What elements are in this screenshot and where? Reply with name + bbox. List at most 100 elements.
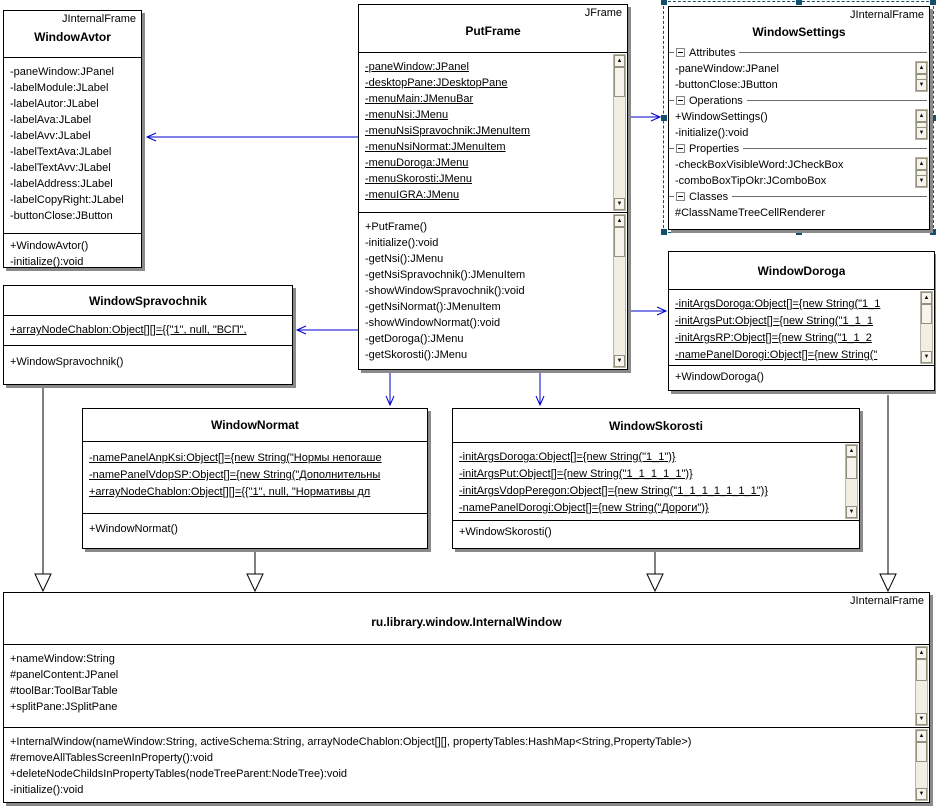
attribute-row[interactable]: -namePanelAnpKsi:Object[]={new String("Н…	[89, 452, 382, 464]
selection-handle[interactable]	[661, 229, 667, 235]
attribute-row[interactable]: -menuNsi:JMenu	[365, 109, 449, 121]
scroll-down-icon[interactable]: ▼	[846, 506, 857, 518]
class-name[interactable]: WindowAvtor	[34, 30, 111, 44]
scroll-down-icon[interactable]: ▼	[916, 713, 927, 725]
class-name[interactable]: WindowDoroga	[757, 263, 846, 278]
scroll-down-icon[interactable]: ▼	[614, 355, 625, 367]
scrollbar[interactable]: ▲ ▼	[920, 291, 933, 364]
attribute-row[interactable]: -paneWindow:JPanel	[10, 66, 114, 78]
dependency-putframe-to-windowsettings[interactable]	[628, 112, 662, 122]
scrollbar-thumb[interactable]	[916, 659, 927, 681]
class-windowspravochnik[interactable]: WindowSpravochnik +arrayNodeChablon:Obje…	[3, 285, 293, 385]
class-name[interactable]: ru.library.window.InternalWindow	[371, 615, 562, 629]
attribute-row[interactable]: -namePanelVdopSP:Object[]={new String("Д…	[89, 469, 381, 481]
operation-row[interactable]: +WindowDoroga()	[675, 371, 764, 383]
operation-row[interactable]: -getNsiSpravochnik():JMenuItem	[365, 269, 526, 281]
attribute-row[interactable]: -namePanelDorogi:Object[]={new String("	[675, 349, 878, 361]
attribute-row[interactable]: -namePanelDorogi:Object[]={new String("Д…	[459, 502, 709, 514]
operation-row[interactable]: +PutFrame()	[365, 221, 428, 233]
selection-handle[interactable]	[661, 115, 667, 121]
class-windowsettings[interactable]: JInternalFrame WindowSettings Attributes…	[668, 6, 930, 230]
attribute-row[interactable]: -buttonClose:JButton	[10, 210, 113, 222]
scrollbar-thumb[interactable]	[921, 304, 932, 324]
attribute-row[interactable]: -menuNsiSpravochnik:JMenuItem	[365, 125, 531, 137]
attribute-row[interactable]: -initArgsPut:Object[]={new String("1_1_1	[675, 315, 874, 327]
operation-row[interactable]: -getNsiNormat():JMenuItem	[365, 301, 501, 313]
operation-row[interactable]: -initialize():void	[10, 256, 84, 267]
attribute-row[interactable]: -initArgsPut:Object[]={new String("1_1_1…	[459, 468, 693, 480]
class-name[interactable]: WindowSpravochnik	[89, 293, 207, 308]
attribute-row[interactable]: -labelModule:JLabel	[10, 82, 109, 94]
selection-handle[interactable]	[661, 0, 667, 5]
operation-row[interactable]: -showWindowNormat():void	[365, 317, 501, 329]
attribute-row[interactable]: -labelCopyRight:JLabel	[10, 194, 124, 206]
class-header[interactable]: JFrame PutFrame	[359, 5, 627, 53]
scrollbar-thumb[interactable]	[614, 67, 625, 97]
operation-row[interactable]: -getDoroga():JMenu	[365, 333, 464, 345]
class-windowdoroga[interactable]: WindowDoroga -initArgsDoroga:Object[]={n…	[668, 251, 935, 391]
generalization-windownormat-to-internalwindow[interactable]	[246, 549, 264, 593]
class-header[interactable]: JInternalFrame WindowSettings	[669, 7, 929, 45]
attribute-row[interactable]: -initArgsDoroga:Object[]={new String("1_…	[675, 298, 881, 310]
class-header[interactable]: WindowSpravochnik	[4, 286, 292, 316]
attribute-row[interactable]: -menuSkorosti:JMenu	[365, 173, 472, 185]
class-name[interactable]: WindowNormat	[211, 418, 299, 432]
operation-row[interactable]: +WindowSkorosti()	[459, 526, 552, 538]
class-header[interactable]: JInternalFrame ru.library.window.Interna…	[4, 593, 929, 645]
class-putframe[interactable]: JFrame PutFrame -paneWindow:JPanel-deskt…	[358, 4, 628, 370]
scrollbar-thumb[interactable]	[916, 742, 927, 762]
collapse-icon[interactable]	[676, 48, 685, 57]
operation-row[interactable]: +WindowNormat()	[89, 523, 178, 535]
class-windowavtor[interactable]: JInternalFrame WindowAvtor -paneWindow:J…	[3, 10, 142, 268]
class-header[interactable]: WindowNormat	[83, 409, 427, 442]
class-row[interactable]: #ClassNameTreeCellRenderer	[675, 207, 825, 219]
attribute-row[interactable]: -initArgsRP:Object[]={new String("1_1_2	[675, 332, 872, 344]
selection-handle[interactable]	[930, 229, 936, 235]
operation-row[interactable]: -showWindowSpravochnik():void	[365, 285, 525, 297]
class-header[interactable]: WindowDoroga	[669, 252, 934, 290]
scrollbar[interactable]: ▲ ▼	[915, 157, 928, 188]
attribute-row[interactable]: -labelAddress:JLabel	[10, 178, 113, 190]
operation-row[interactable]: -initialize():void	[365, 237, 439, 249]
scroll-up-icon[interactable]: ▲	[916, 730, 927, 742]
attribute-row[interactable]: +arrayNodeChablon:Object[][]={{"1", null…	[10, 324, 247, 336]
attribute-row[interactable]: -initArgsDoroga:Object[]={new String("1_…	[459, 451, 676, 463]
scrollbar[interactable]: ▲ ▼	[613, 54, 626, 211]
attribute-row[interactable]: -labelAva:JLabel	[10, 114, 92, 126]
class-name[interactable]: PutFrame	[465, 24, 521, 38]
attribute-row[interactable]: -buttonClose:JButton	[675, 79, 778, 91]
class-name[interactable]: WindowSettings	[752, 25, 846, 39]
attribute-row[interactable]: -initArgsVdopPeregon:Object[]={new Strin…	[459, 485, 768, 497]
selection-handle[interactable]	[796, 0, 802, 5]
scroll-down-icon[interactable]: ▼	[916, 788, 927, 800]
attribute-row[interactable]: -paneWindow:JPanel	[365, 61, 469, 73]
scrollbar[interactable]: ▲ ▼	[915, 61, 928, 92]
collapse-icon[interactable]	[676, 192, 685, 201]
selection-handle[interactable]	[796, 229, 802, 235]
scroll-up-icon[interactable]: ▲	[916, 158, 927, 170]
class-windowskorosti[interactable]: WindowSkorosti -initArgsDoroga:Object[]=…	[452, 408, 860, 549]
operation-row[interactable]: -getNsi():JMenu	[365, 253, 444, 265]
operation-row[interactable]: +deleteNodeChildsInPropertyTables(nodeTr…	[10, 768, 348, 780]
attribute-row[interactable]: -paneWindow:JPanel	[675, 63, 779, 75]
operation-row[interactable]: -initialize():void	[675, 127, 749, 139]
attribute-row[interactable]: +splitPane:JSplitPane	[10, 701, 118, 713]
operation-row[interactable]: +WindowSettings()	[675, 111, 768, 123]
attribute-row[interactable]: -menuDoroga:JMenu	[365, 157, 469, 169]
scroll-up-icon[interactable]: ▲	[921, 292, 932, 304]
attribute-row[interactable]: -menuNsiNormat:JMenuItem	[365, 141, 506, 153]
operation-row[interactable]: -initialize():void	[10, 784, 84, 796]
scrollbar[interactable]: ▲ ▼	[845, 444, 858, 519]
scroll-down-icon[interactable]: ▼	[916, 79, 927, 91]
attribute-row[interactable]: #toolBar:ToolBarTable	[10, 685, 118, 697]
dependency-putframe-to-windownormat[interactable]	[385, 370, 395, 407]
property-row[interactable]: -checkBoxVisibleWord:JCheckBox	[675, 159, 844, 171]
scroll-up-icon[interactable]: ▲	[614, 215, 625, 227]
operation-row[interactable]: +WindowAvtor()	[10, 240, 89, 252]
generalization-windowdoroga-to-internalwindow[interactable]	[879, 395, 897, 593]
class-header[interactable]: JInternalFrame WindowAvtor	[4, 11, 141, 58]
dependency-putframe-to-windowavtor[interactable]	[145, 132, 358, 142]
attribute-row[interactable]: +arrayNodeChablon:Object[][]={{"1", null…	[89, 486, 371, 498]
class-internalwindow[interactable]: JInternalFrame ru.library.window.Interna…	[3, 592, 930, 803]
scroll-down-icon[interactable]: ▼	[921, 351, 932, 363]
